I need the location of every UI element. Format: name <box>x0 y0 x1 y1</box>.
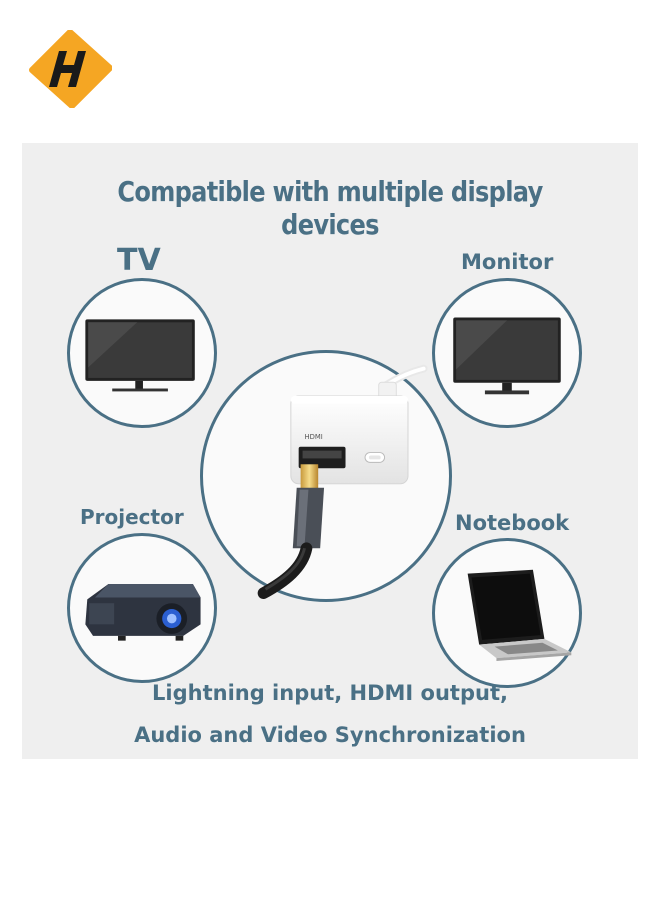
tv-icon <box>85 319 195 392</box>
hdmi-port-label: HDMI <box>305 433 323 441</box>
projector-circle <box>67 533 217 683</box>
notebook-icon <box>467 569 572 661</box>
monitor-circle <box>432 278 582 428</box>
footer-line-2: Audio and Video Synchronization <box>134 723 526 747</box>
projector-icon <box>85 584 201 641</box>
tv-label: TV <box>117 243 161 278</box>
product-panel: Compatible with multiple display devices… <box>22 143 638 759</box>
notebook-circle <box>432 538 582 688</box>
monitor-icon <box>453 317 561 395</box>
notebook-label: Notebook <box>455 511 570 535</box>
adapter-icon: HDMI <box>257 364 428 599</box>
headline: Compatible with multiple display devices <box>117 175 543 241</box>
brand-logo-icon <box>28 29 113 109</box>
tv-circle <box>67 278 217 428</box>
footer-line-1: Lightning input, HDMI output, <box>152 681 508 705</box>
adapter-circle: HDMI <box>200 350 452 602</box>
projector-label: Projector <box>80 505 184 529</box>
monitor-label: Monitor <box>461 250 554 274</box>
